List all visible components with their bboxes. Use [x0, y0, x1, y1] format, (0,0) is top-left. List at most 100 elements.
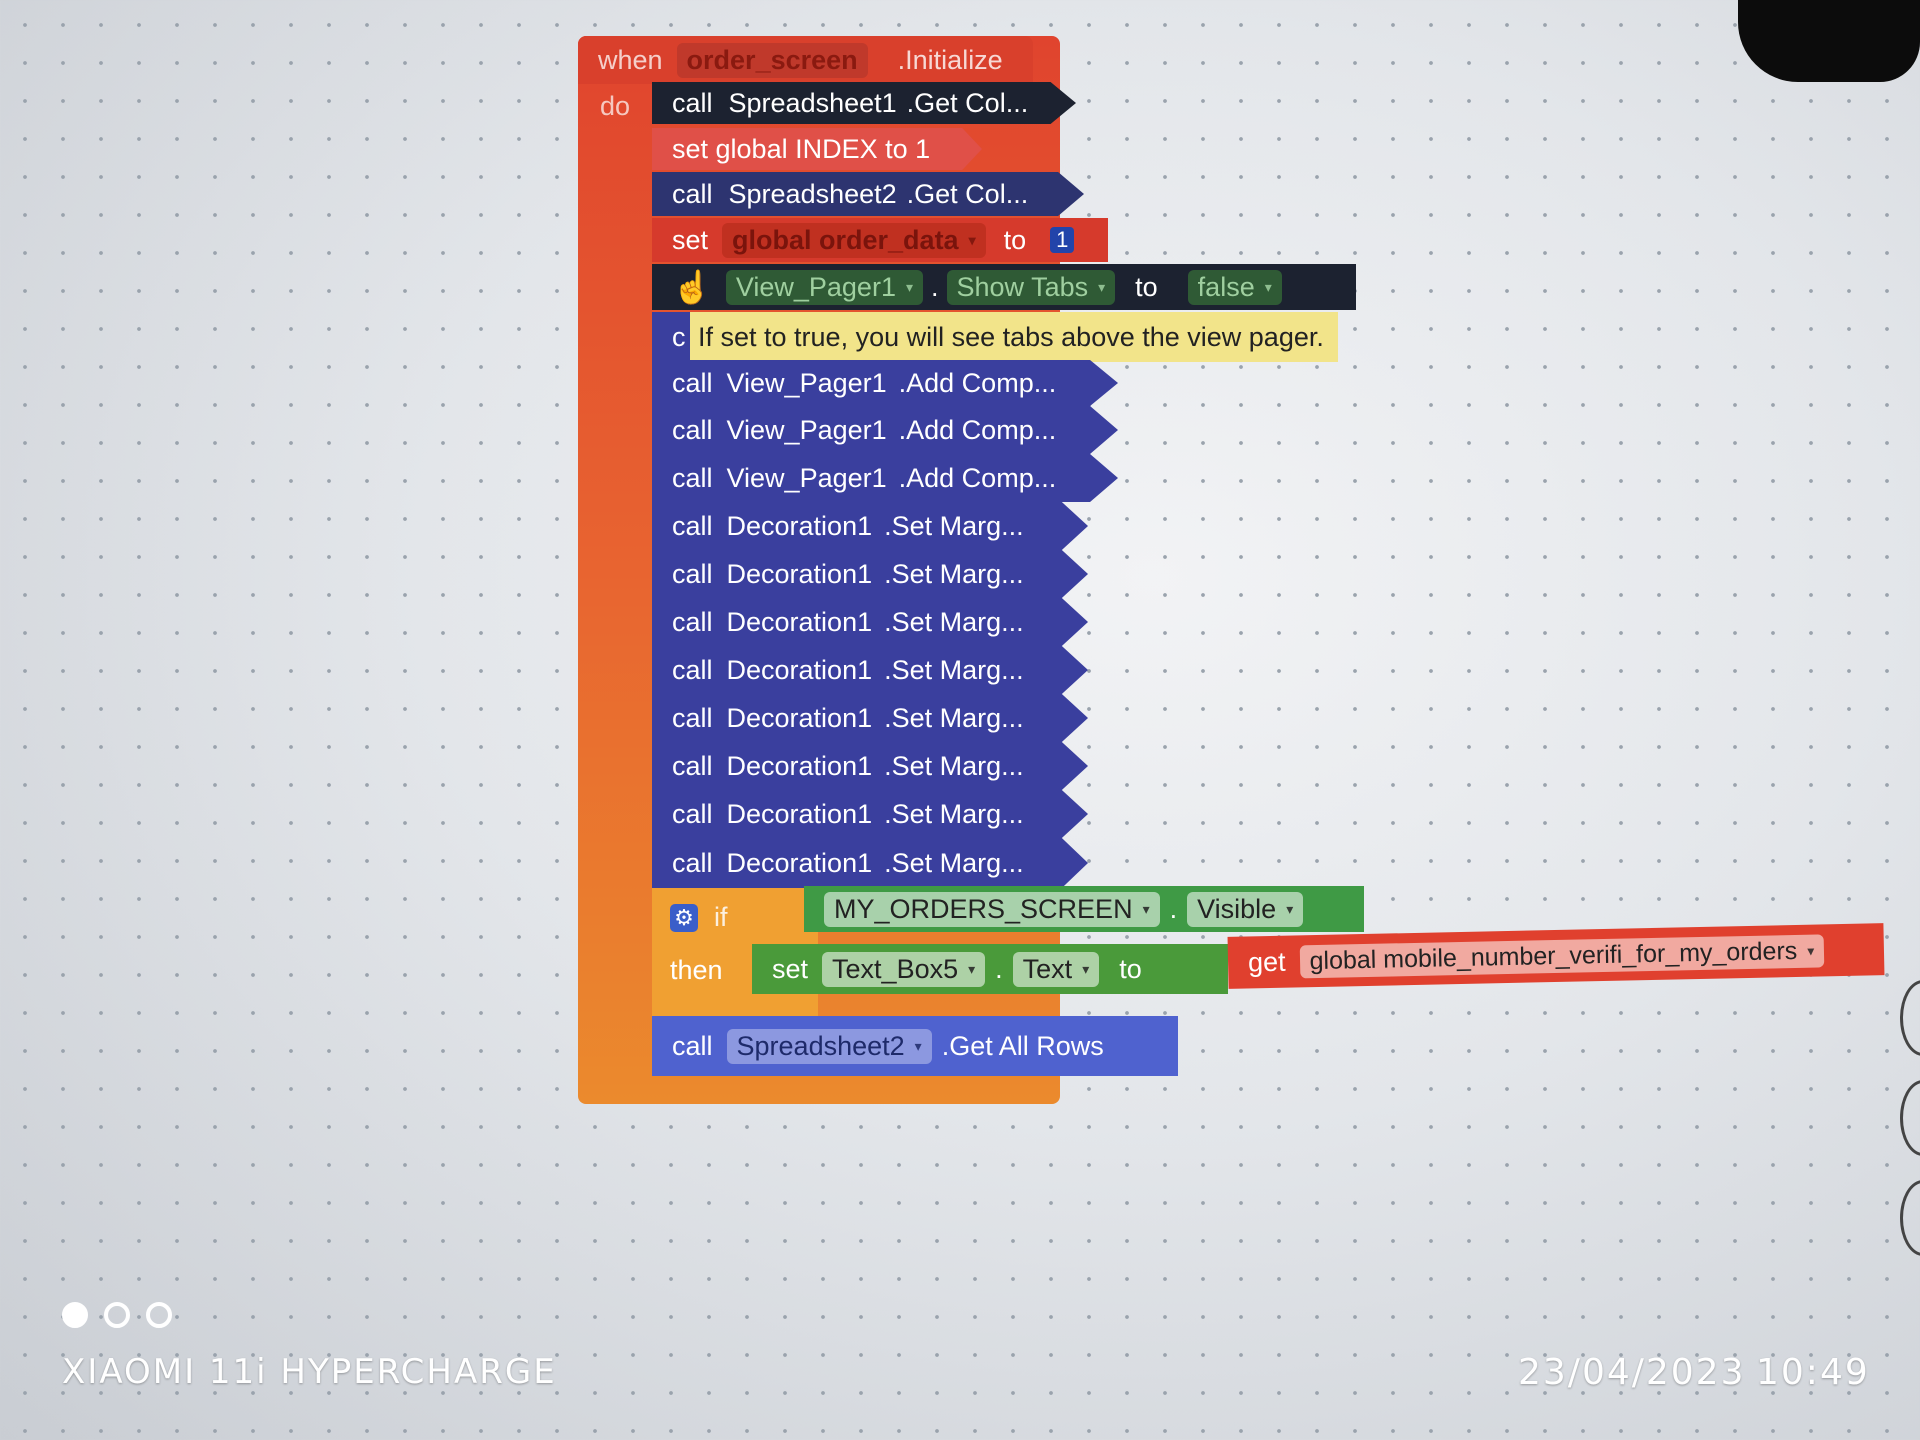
call-decoration-block[interactable]: call Decoration1 .Set Marg... — [652, 502, 1088, 550]
method-name: .Set Marg... — [884, 702, 1024, 733]
method-name: .Set Marg... — [884, 558, 1024, 589]
false-dropdown[interactable]: false▾ — [1187, 269, 1282, 305]
call-view-pager-block[interactable]: call View_Pager1 .Add Comp... — [652, 454, 1118, 502]
spreadsheet2-name: Spreadsheet2 — [728, 178, 897, 209]
component-name: Decoration1 — [726, 702, 873, 733]
if-block-bottom — [652, 994, 812, 1020]
gear-icon[interactable]: ⚙ — [670, 903, 698, 932]
chevron-down-icon: ▾ — [1082, 960, 1090, 977]
call-keyword: call — [672, 414, 713, 445]
component-name: Decoration1 — [726, 654, 873, 685]
method-name: .Add Comp... — [898, 367, 1057, 398]
set-index-block[interactable]: set global INDEX to 1 — [652, 128, 982, 170]
method-name: .Set Marg... — [884, 847, 1024, 878]
to-keyword: to — [1135, 271, 1158, 302]
call-spreadsheet1-block[interactable]: call Spreadsheet1 .Get Col... — [652, 82, 1076, 124]
photo-corner-shadow — [1738, 0, 1920, 82]
call-decoration-block[interactable]: call Decoration1 .Set Marg... — [652, 694, 1088, 742]
event-component[interactable]: order_screen — [676, 42, 868, 78]
set-keyword: set — [672, 224, 709, 255]
call-decoration-block[interactable]: call Decoration1 .Set Marg... — [652, 790, 1088, 838]
call-decoration-block[interactable]: call Decoration1 .Set Marg... — [652, 598, 1088, 646]
text-box-dropdown[interactable]: Text_Box5▾ — [822, 951, 986, 987]
call-keyword: call — [672, 178, 713, 209]
edge-mark — [1900, 1180, 1920, 1256]
call-keyword: call — [672, 798, 713, 829]
component-name: View_Pager1 — [726, 367, 887, 398]
hand-cursor-icon: ☝ — [672, 269, 712, 305]
view-pager-dropdown[interactable]: View_Pager1▾ — [725, 269, 923, 305]
tooltip: If set to true, you will see tabs above … — [690, 312, 1338, 362]
method-name: .Add Comp... — [898, 414, 1057, 445]
watermark-dots — [62, 1302, 172, 1328]
show-tabs-dropdown[interactable]: Show Tabs▾ — [946, 269, 1116, 305]
chevron-down-icon: ▾ — [905, 278, 913, 295]
then-keyword: then — [670, 955, 723, 985]
edge-mark — [1900, 980, 1920, 1056]
method-name: .Set Marg... — [884, 606, 1024, 637]
watermark-date: 23/04/2023 — [1518, 1352, 1746, 1393]
call-keyword: call — [672, 847, 713, 878]
variable-dropdown[interactable]: global mobile_number_verifi_for_my_order… — [1299, 933, 1825, 978]
method-name: .Get Col... — [906, 87, 1029, 118]
call-keyword: call — [672, 87, 713, 118]
call-keyword-partial: c — [672, 321, 686, 352]
call-keyword: call — [672, 654, 713, 685]
chevron-down-icon: ▾ — [968, 960, 976, 977]
spreadsheet2-dropdown[interactable]: Spreadsheet2▾ — [726, 1028, 932, 1064]
visible-getter-block[interactable]: MY_ORDERS_SCREEN▾ . Visible▾ — [804, 886, 1364, 932]
chevron-down-icon: ▾ — [1142, 900, 1150, 917]
set-index-text: set global INDEX to 1 — [672, 133, 931, 164]
get-variable-block[interactable]: get global mobile_number_verifi_for_my_o… — [1227, 923, 1885, 989]
method-name: .Add Comp... — [898, 462, 1057, 493]
call-keyword: call — [672, 1030, 713, 1061]
method-name: .Get All Rows — [941, 1030, 1104, 1061]
chevron-down-icon: ▾ — [1264, 278, 1272, 295]
call-keyword: call — [672, 606, 713, 637]
call-decoration-block[interactable]: call Decoration1 .Set Marg... — [652, 838, 1088, 888]
number-block[interactable]: 1 — [1050, 227, 1075, 253]
method-name: .Set Marg... — [884, 510, 1024, 541]
component-name: Decoration1 — [726, 606, 873, 637]
chevron-down-icon: ▾ — [1286, 900, 1294, 917]
to-keyword: to — [1119, 953, 1142, 984]
event-name: .Initialize — [897, 44, 1003, 75]
get-keyword: get — [1247, 946, 1286, 977]
component-name: Decoration1 — [726, 510, 873, 541]
call-decoration-block[interactable]: call Decoration1 .Set Marg... — [652, 550, 1088, 598]
text-prop-dropdown[interactable]: Text▾ — [1012, 951, 1100, 987]
dot-icon — [104, 1302, 130, 1328]
set-order-data-block[interactable]: set global order_data▾ to 1 — [652, 218, 1108, 262]
component-name: Decoration1 — [726, 847, 873, 878]
method-name: .Set Marg... — [884, 654, 1024, 685]
call-keyword: call — [672, 750, 713, 781]
method-name: .Set Marg... — [884, 750, 1024, 781]
call-spreadsheet2-block[interactable]: call Spreadsheet2 .Get Col... — [652, 172, 1084, 216]
visible-dropdown[interactable]: Visible▾ — [1187, 891, 1304, 927]
call-keyword: call — [672, 367, 713, 398]
event-header[interactable]: when order_screen .Initialize — [578, 36, 1033, 84]
call-keyword: call — [672, 462, 713, 493]
do-label: do — [600, 90, 631, 121]
call-keyword: call — [672, 510, 713, 541]
set-text-box-block[interactable]: set Text_Box5▾ . Text▾ to — [752, 944, 1228, 994]
chevron-down-icon: ▾ — [1098, 278, 1106, 295]
variable-dropdown[interactable]: global order_data▾ — [722, 222, 986, 258]
to-keyword: to — [1003, 224, 1027, 255]
component-name: View_Pager1 — [726, 414, 887, 445]
spreadsheet1-name: Spreadsheet1 — [728, 87, 897, 118]
watermark-brand: XIAOMI 11i HYPERCHARGE — [62, 1352, 557, 1392]
chevron-down-icon: ▾ — [968, 231, 976, 248]
my-orders-screen-dropdown[interactable]: MY_ORDERS_SCREEN▾ — [824, 891, 1160, 927]
when-keyword: when — [598, 44, 663, 75]
call-decoration-block[interactable]: call Decoration1 .Set Marg... — [652, 742, 1088, 790]
call-view-pager-block[interactable]: call View_Pager1 .Add Comp... — [652, 360, 1118, 406]
component-name: Decoration1 — [726, 750, 873, 781]
call-decoration-block[interactable]: call Decoration1 .Set Marg... — [652, 646, 1088, 694]
watermark-time: 10:49 — [1756, 1352, 1870, 1393]
dot-icon — [146, 1302, 172, 1328]
call-view-pager-block[interactable]: call View_Pager1 .Add Comp... — [652, 406, 1118, 454]
call-get-all-rows-block[interactable]: call Spreadsheet2▾ .Get All Rows — [652, 1016, 1178, 1076]
set-show-tabs-block[interactable]: ☝ View_Pager1▾ . Show Tabs▾ to false▾ — [652, 264, 1356, 310]
dot-icon — [62, 1302, 88, 1328]
